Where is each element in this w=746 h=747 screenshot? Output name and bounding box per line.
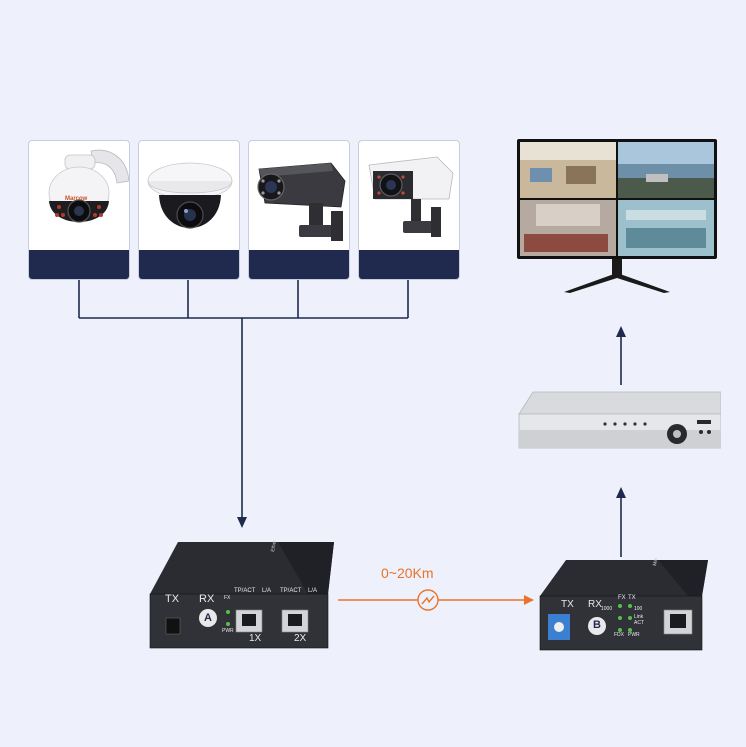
- camera-card-footer: [359, 250, 459, 279]
- dome-camera-icon: [147, 162, 233, 229]
- transceiver-b-fx-label: FX: [618, 595, 626, 601]
- bullet-camera-icon: [257, 162, 346, 241]
- cctv-feed-quad-view: [520, 142, 714, 256]
- fiber-break-icon: [417, 589, 439, 611]
- transceiver-a-port-2x-label: 2X: [294, 633, 307, 644]
- up-arrow-icon: [616, 487, 626, 498]
- camera-card-ptz-dome: Marcow: [28, 140, 130, 280]
- camera-brand-logo: Marcow: [65, 196, 88, 202]
- transceiver-b-1000-label: 1000: [601, 606, 613, 612]
- down-arrow-icon: [237, 517, 247, 528]
- node-badge-b: [588, 617, 606, 635]
- monitor-stand: [564, 274, 670, 293]
- ptz-dome-camera-icon: [48, 149, 129, 223]
- transceiver-b-node-letter: B: [593, 619, 601, 631]
- transceiver-a-rx-label: RX: [199, 593, 215, 605]
- transceiver-b-model-text: Media Converter: [652, 558, 664, 566]
- transceiver-a-port-header-3: TP/ACT: [280, 588, 302, 594]
- up-arrow-icon: [616, 326, 626, 337]
- bullet-camera-icon: [368, 156, 454, 237]
- nvr-recorder: [518, 391, 721, 449]
- node-badge-a: [199, 609, 217, 627]
- transceiver-b-link-label: Link: [634, 614, 644, 620]
- fiber-link-arrow: [338, 589, 534, 611]
- transceiver-a-pwr-label: PWR: [222, 628, 234, 634]
- transceiver-b-fdx-label: FDX: [614, 632, 624, 638]
- transceiver-b-tx2-label: TX: [628, 595, 636, 601]
- nvr-navigation-pad-icon: [667, 424, 687, 444]
- transceiver-a-node-letter: A: [204, 612, 212, 624]
- transceiver-b-pwr-label: PWR: [628, 632, 640, 638]
- transceiver-b-rx-label: RX: [588, 599, 602, 610]
- transceiver-b-act-label: ACT: [634, 620, 644, 626]
- camera-card-bullet-white: [358, 140, 460, 280]
- monitor-display: [517, 139, 717, 293]
- monitor-neck: [612, 259, 622, 277]
- transceiver-a-port-1x-label: 1X: [249, 633, 262, 644]
- distance-label: 0~20Km: [381, 565, 434, 581]
- camera-card-footer: [139, 250, 239, 279]
- camera-card-dome: [138, 140, 240, 280]
- transceiver-a-fx-label: FX: [224, 595, 231, 601]
- fiber-transceiver-a: Ethernet Media Converter: [149, 540, 334, 649]
- transceiver-a-port-header-4: L/A: [308, 588, 318, 594]
- camera-card-footer: [29, 250, 129, 279]
- transceiver-a-port-header-1: TP/ACT: [234, 588, 256, 594]
- transceiver-a-tx-label: TX: [165, 593, 180, 605]
- transceiver-a-port-header-2: L/A: [262, 588, 272, 594]
- fiber-port-icon: [165, 617, 181, 635]
- transceiver-b-tx-label: TX: [561, 599, 574, 610]
- fiber-transceiver-b: Media Converter: [539, 558, 708, 651]
- camera-card-footer: [249, 250, 349, 279]
- camera-card-bullet-dark: [248, 140, 350, 280]
- transceiver-b-100-label: 100: [634, 606, 643, 612]
